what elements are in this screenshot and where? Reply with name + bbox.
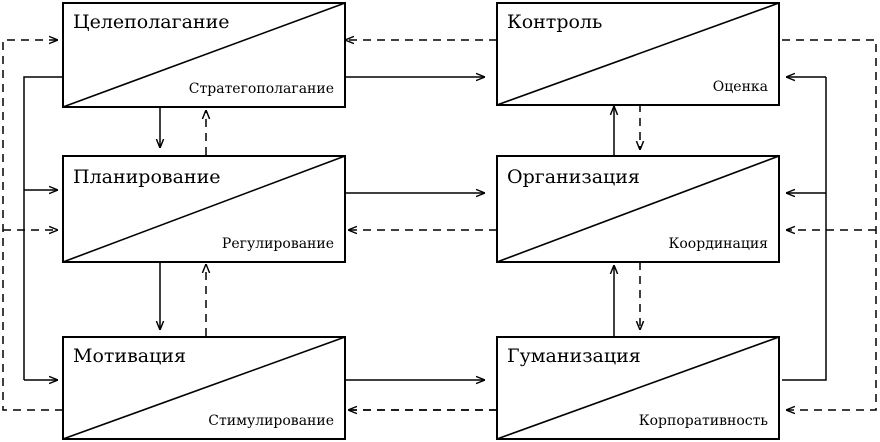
block-title: Целеполагание (73, 11, 229, 33)
dashed-outer-left-rail-to-goal (2, 40, 497, 411)
block-planning: Планирование Регулирование (62, 155, 346, 263)
block-organization: Организация Координация (496, 155, 780, 263)
block-subtitle: Стимулирование (208, 413, 334, 429)
block-motivation: Мотивация Стимулирование (62, 336, 346, 440)
right-solid-rail (782, 77, 827, 381)
block-title: Планирование (73, 166, 221, 188)
block-subtitle: Координация (669, 236, 769, 252)
block-humanization: Гуманизация Корпоративность (496, 336, 780, 440)
block-control: Контроль Оценка (496, 2, 780, 106)
block-title: Организация (507, 166, 640, 188)
block-subtitle: Корпоративность (639, 413, 769, 429)
block-title: Гуманизация (507, 345, 641, 367)
dashed-outer-right-rail-to-humanization (782, 39, 877, 410)
block-goal-setting: Целеполагание Стратегополагание (62, 2, 346, 108)
block-title: Мотивация (73, 345, 186, 367)
block-title: Контроль (507, 11, 602, 33)
block-subtitle: Оценка (713, 79, 768, 95)
block-subtitle: Регулирование (222, 236, 334, 252)
left-solid-rail (23, 76, 63, 380)
connectors (2, 39, 877, 411)
block-subtitle: Стратегополагание (189, 81, 334, 97)
